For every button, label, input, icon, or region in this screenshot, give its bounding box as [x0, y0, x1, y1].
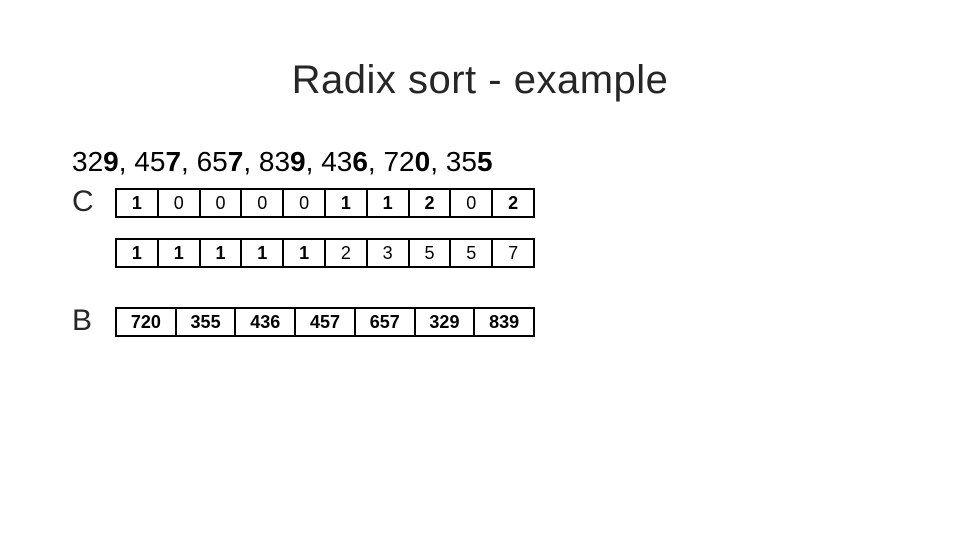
sequence-number: 329,	[72, 146, 135, 177]
count-array: 1 0 0 0 0 1 1 2 0 2	[115, 188, 535, 218]
sequence-number-lsd: 0	[414, 146, 431, 177]
sequence-number-lsd: 9	[103, 146, 119, 177]
b-cell: 720	[117, 309, 177, 335]
sequence-line: 329, 457, 657, 839, 436, 720, 355	[72, 146, 493, 178]
sequence-number: 720,	[383, 146, 446, 177]
array-b-label: B	[72, 304, 93, 337]
sequence-separator: ,	[430, 146, 446, 177]
sequence-number: 355	[445, 146, 493, 177]
b-cell: 839	[489, 312, 520, 332]
sequence-number: 839,	[258, 146, 322, 177]
sequence-separator: ,	[305, 146, 322, 177]
count-cell: 0	[159, 190, 201, 216]
sequence-number: 457,	[134, 146, 197, 177]
sequence-number-lsd: 7	[227, 146, 244, 177]
count-cell: 0	[284, 190, 326, 216]
cumulative-cell: 1	[201, 240, 243, 266]
sequence-number: 436,	[321, 146, 384, 177]
b-cell: 355	[177, 309, 237, 335]
page-title: Radix sort - example	[291, 58, 669, 102]
count-cell: 1	[368, 190, 410, 216]
b-cell: 457	[296, 309, 356, 335]
cumulative-array: 1 1 1 1 1 2 3 5 5 7	[115, 238, 535, 268]
count-cell: 1	[326, 190, 368, 216]
sequence-number: 657,	[196, 146, 259, 177]
b-array: 720 355 436 457 657 329 839	[115, 307, 535, 337]
sequence-separator: ,	[367, 146, 384, 177]
sequence-number-lsd: 6	[352, 146, 368, 177]
b-cell: 436	[236, 309, 297, 335]
cumulative-cell: 1	[117, 240, 159, 266]
sequence-number-lsd: 5	[476, 146, 493, 177]
count-cell: 2	[410, 190, 452, 216]
array-c-label: C	[72, 185, 94, 218]
b-cell: 329	[416, 309, 476, 335]
count-cell: 0	[242, 190, 285, 216]
b-cell: 657	[356, 309, 416, 335]
sequence-number-lsd: 7	[165, 146, 182, 177]
cumulative-cell: 1	[284, 240, 326, 266]
sequence-separator: ,	[181, 146, 197, 177]
sequence-separator: ,	[243, 146, 259, 177]
count-cell: 2	[508, 193, 519, 213]
cumulative-cell: 7	[508, 243, 519, 263]
cumulative-cell: 3	[368, 240, 410, 266]
count-cell: 1	[117, 190, 159, 216]
sequence-separator: ,	[118, 146, 135, 177]
count-cell: 0	[451, 190, 494, 216]
cumulative-cell: 1	[159, 240, 201, 266]
cumulative-cell: 1	[242, 240, 285, 266]
cumulative-cell: 2	[326, 240, 368, 266]
count-cell: 0	[201, 190, 243, 216]
cumulative-cell: 5	[410, 240, 452, 266]
cumulative-cell: 5	[451, 240, 494, 266]
sequence-number-lsd: 9	[290, 146, 306, 177]
